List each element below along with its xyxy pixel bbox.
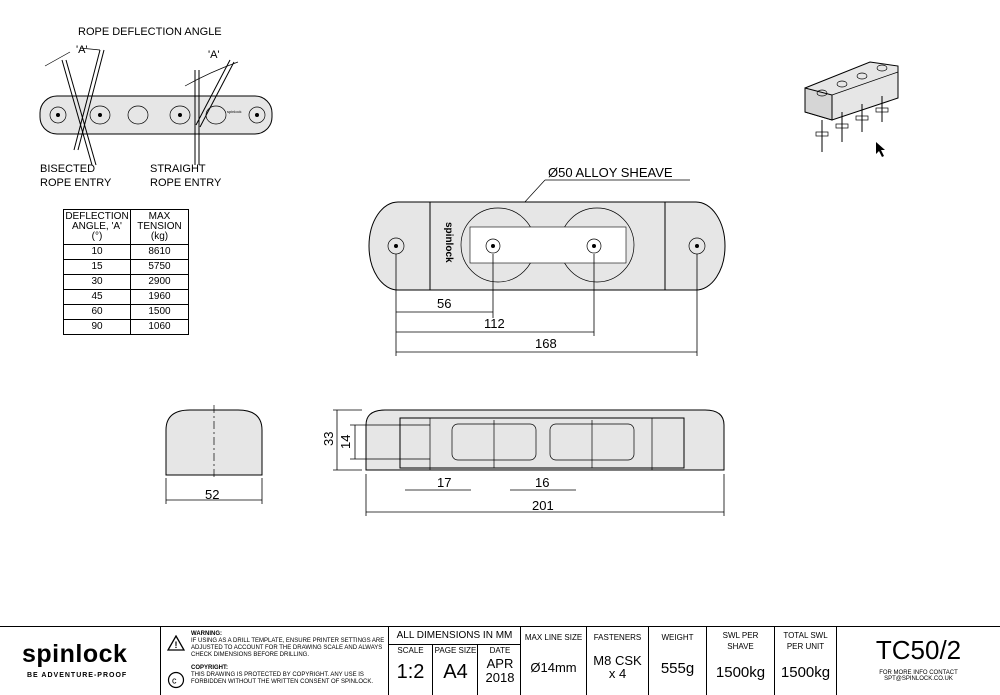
copyright-icon: c bbox=[167, 671, 185, 689]
warning-icon: ! bbox=[167, 635, 185, 651]
title-block: ! WARNING: IF USING AS A DRILL TEMPLATE,… bbox=[0, 626, 1000, 695]
swl-sheave-cell: SWL PER SHAVE 1500kg bbox=[706, 627, 774, 695]
warning-text: IF USING AS A DRILL TEMPLATE, ENSURE PRI… bbox=[191, 638, 385, 658]
weight-value: 555g bbox=[660, 660, 695, 677]
svg-text:spinlock: spinlock bbox=[227, 109, 241, 114]
dim-16: 16 bbox=[535, 475, 549, 490]
drawing-canvas: ROPE DEFLECTION ANGLE 'A' 'A' spinlock B… bbox=[39, 26, 899, 516]
copyright-text: THIS DRAWING IS PROTECTED BY COPYRIGHT. … bbox=[191, 672, 374, 685]
weight-cell: WEIGHT 555g bbox=[648, 627, 706, 695]
table-header-tension: MAX TENSION (kg) bbox=[130, 209, 189, 245]
contact-email: SPT@SPINLOCK.CO.UK bbox=[884, 676, 953, 682]
scale-value: 1:2 bbox=[396, 661, 425, 683]
total-swl-value: 1500kg bbox=[780, 664, 831, 681]
dim-56: 56 bbox=[437, 296, 451, 311]
deflection-table: DEFLECTION ANGLE, 'A' (°) MAX TENSION (k… bbox=[63, 209, 189, 335]
dim-201: 201 bbox=[532, 498, 554, 513]
dim-14: 14 bbox=[338, 435, 353, 449]
svg-text:c: c bbox=[172, 676, 177, 686]
notice-cell: ! WARNING: IF USING AS A DRILL TEMPLATE,… bbox=[160, 627, 388, 695]
bisected-line1: BISECTED bbox=[40, 163, 95, 175]
dims-cell: ALL DIMENSIONS IN MM SCALE 1:2 PAGE SIZE… bbox=[388, 627, 521, 695]
straight-line1: STRAIGHT bbox=[150, 163, 206, 175]
isometric-view bbox=[804, 61, 899, 157]
angle-a-left: 'A' bbox=[76, 44, 88, 56]
straight-line2: ROPE ENTRY bbox=[150, 177, 222, 189]
date-label: DATE bbox=[489, 646, 511, 655]
part-number-cell: TC50/2 FOR MORE INFO CONTACT SPT@SPINLOC… bbox=[836, 627, 1000, 695]
dim-33: 33 bbox=[321, 432, 336, 446]
total-swl-label: TOTAL SWL PER UNIT bbox=[783, 631, 828, 651]
top-strip-body bbox=[39, 95, 273, 135]
scale-label: SCALE bbox=[397, 646, 424, 655]
svg-text:!: ! bbox=[175, 640, 178, 650]
sheave-callout: Ø50 ALLOY SHEAVE bbox=[548, 165, 673, 180]
date-value: APR 2018 bbox=[485, 656, 515, 685]
plan-view: Ø50 ALLOY SHEAVE spinlock 56 112 168 bbox=[368, 165, 726, 356]
page-size-label: PAGE SIZE bbox=[434, 646, 477, 655]
all-dims-label: ALL DIMENSIONS IN MM bbox=[396, 630, 513, 641]
swl-sheave-label: SWL PER SHAVE bbox=[722, 631, 759, 651]
contact-title: FOR MORE INFO CONTACT bbox=[879, 670, 958, 676]
total-swl-cell: TOTAL SWL PER UNIT 1500kg bbox=[774, 627, 836, 695]
dim-52: 52 bbox=[205, 487, 219, 502]
angle-a-right: 'A' bbox=[208, 49, 220, 61]
max-line-label: MAX LINE SIZE bbox=[524, 633, 583, 642]
copyright-title: COPYRIGHT: bbox=[191, 665, 229, 671]
dim-17: 17 bbox=[437, 475, 451, 490]
weight-label: WEIGHT bbox=[661, 633, 694, 642]
spinlock-logo: spinlock bbox=[22, 640, 128, 668]
dim-112: 112 bbox=[484, 316, 505, 331]
max-line-value: Ø14mm bbox=[530, 660, 577, 675]
spinlock-tagline: BE ADVENTURE-PROOF bbox=[27, 672, 128, 679]
fasteners-label: FASTENERS bbox=[593, 633, 642, 642]
bisected-line2: ROPE ENTRY bbox=[40, 177, 112, 189]
fasteners-value: M8 CSK x 4 bbox=[593, 653, 642, 681]
page-size-value: A4 bbox=[443, 661, 468, 683]
max-line-cell: MAX LINE SIZE Ø14mm bbox=[520, 627, 586, 695]
deflection-title: ROPE DEFLECTION ANGLE bbox=[78, 26, 222, 38]
fasteners-cell: FASTENERS M8 CSK x 4 bbox=[586, 627, 648, 695]
table-header-angle: DEFLECTION ANGLE, 'A' (°) bbox=[63, 209, 131, 245]
warning-title: WARNING: bbox=[191, 631, 222, 637]
rope-deflection-view: ROPE DEFLECTION ANGLE 'A' 'A' spinlock B… bbox=[39, 26, 273, 189]
end-view: 52 bbox=[165, 405, 263, 504]
side-view: 33 14 17 16 201 bbox=[321, 409, 725, 516]
plan-brand: spinlock bbox=[443, 222, 454, 263]
dim-168: 168 bbox=[535, 336, 557, 351]
swl-sheave-value: 1500kg bbox=[715, 664, 766, 681]
part-number: TC50/2 bbox=[875, 635, 962, 665]
cursor-icon bbox=[876, 142, 885, 157]
